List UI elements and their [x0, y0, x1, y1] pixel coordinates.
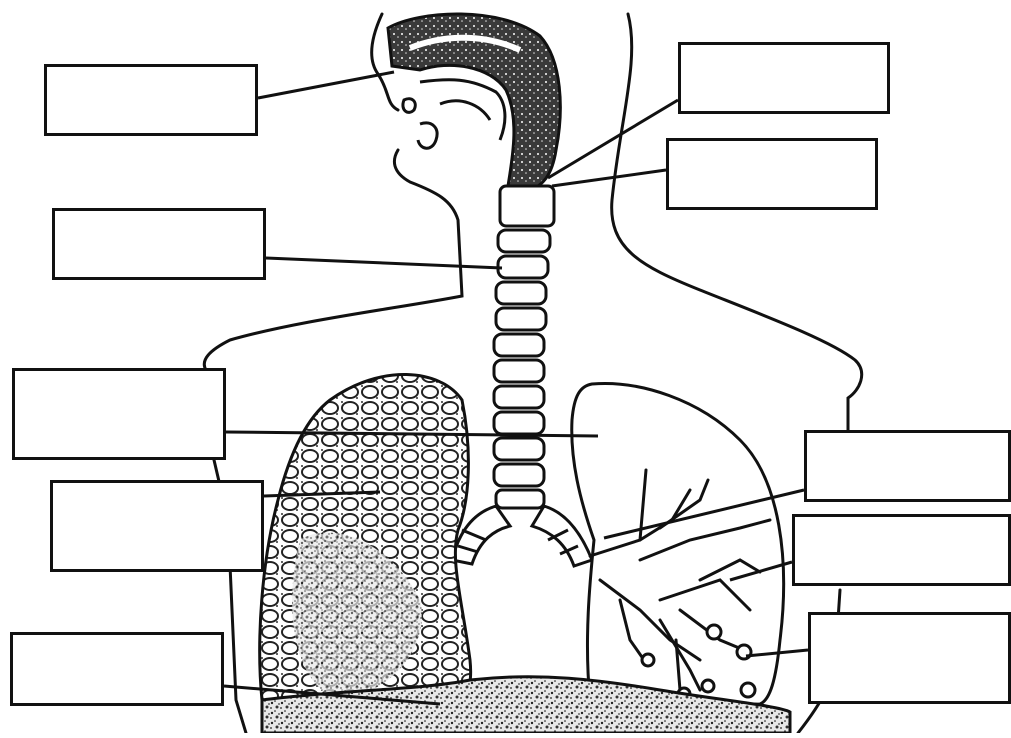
label-box-larynx[interactable]	[666, 138, 878, 210]
label-box-alveoli[interactable]	[50, 480, 264, 572]
label-box-nasal-cavity[interactable]	[44, 64, 258, 136]
label-box-lung[interactable]	[12, 368, 226, 460]
bronchi	[452, 506, 592, 566]
trachea	[494, 186, 554, 508]
label-box-pharynx[interactable]	[678, 42, 890, 114]
label-box-diaphragm[interactable]	[10, 632, 224, 706]
label-box-air-sacs[interactable]	[808, 612, 1011, 704]
head-cavity	[388, 14, 560, 190]
label-box-bronchus[interactable]	[804, 430, 1011, 502]
label-box-trachea[interactable]	[52, 208, 266, 280]
label-box-bronchiole[interactable]	[792, 514, 1011, 586]
